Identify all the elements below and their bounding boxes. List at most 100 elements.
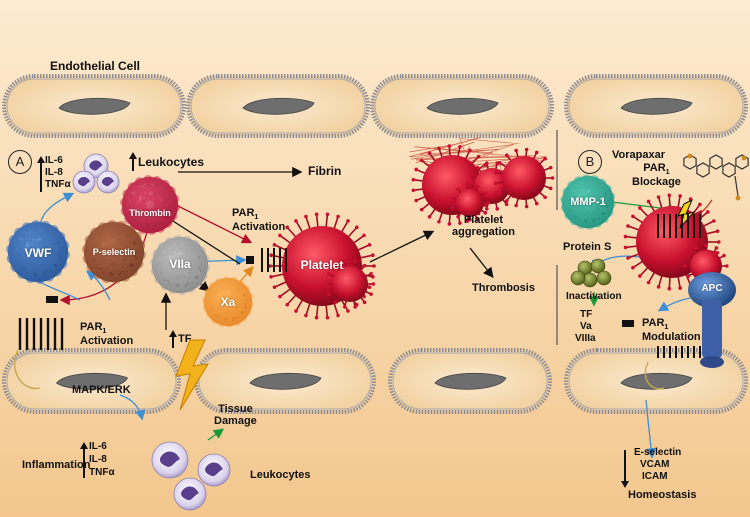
platelet-spike-tip <box>667 193 672 198</box>
platelet-spike-tip <box>367 285 372 289</box>
platelet-spike-tip <box>715 229 720 234</box>
platelet-spike-tip <box>475 165 480 170</box>
platelet-spike-tip <box>458 145 462 149</box>
platelet-spike-tip <box>458 221 462 225</box>
modulation-text: Modulation <box>642 330 701 343</box>
leukocyte-top-3 <box>96 170 120 194</box>
platelet-spike-tip <box>456 214 460 219</box>
platelet-spike-tip <box>646 280 651 285</box>
molecule-bead <box>135 240 146 251</box>
platelet-spike-tip <box>717 240 721 244</box>
viiia-inactivated-label: VIIIa <box>575 333 596 344</box>
platelet-spike-tip <box>450 206 455 210</box>
molecule-bead <box>16 239 27 251</box>
cytokine-top-il8: IL-8 <box>45 167 63 178</box>
molecule-bead <box>122 189 133 199</box>
platelet-spike-tip <box>342 305 347 309</box>
molecule-bead <box>188 250 199 260</box>
fibrin-label: Fibrin <box>308 164 342 178</box>
platelet-spike-tip <box>367 243 372 247</box>
molecule-bead <box>575 197 585 207</box>
platelet-spike-tip <box>504 153 509 157</box>
leukocyte-nucleus <box>77 176 91 187</box>
tissue-damage-line2: Damage <box>214 414 257 427</box>
molecule-bead <box>215 278 224 287</box>
platelet-spike-tip <box>269 253 273 257</box>
platelet-spike-tip <box>427 215 432 219</box>
molecule-bead <box>218 318 227 327</box>
molecule-bead <box>220 291 229 300</box>
molecule-bead <box>120 206 131 216</box>
platelet-spike-tip <box>314 212 319 217</box>
molecule-bead <box>577 220 587 229</box>
platelet-spike-tip <box>497 191 502 195</box>
molecule-bead <box>177 276 187 287</box>
blockage-text: Blockage <box>632 175 681 188</box>
molecule-bead <box>113 239 124 250</box>
molecule-bead <box>123 236 134 247</box>
molecule-bead <box>59 240 70 251</box>
molecule-bead <box>134 177 145 187</box>
platelet-spike-tip <box>419 158 424 163</box>
platelet-spike-tip <box>369 292 373 296</box>
molecule-bead <box>212 306 221 315</box>
molecule-bead <box>222 276 231 285</box>
vorapaxar-label: Vorapaxar <box>612 149 665 161</box>
protein-s-subunit <box>582 272 598 288</box>
platelet-spike-tip <box>626 256 630 260</box>
molecule-bead <box>209 299 218 308</box>
platelet-main <box>268 212 376 320</box>
molecule-bead <box>602 184 612 194</box>
mmp1-label: MMP-1 <box>570 196 606 208</box>
platelet-spike-tip <box>631 265 635 270</box>
platelet-spike-tip <box>314 315 319 320</box>
molecule-bead <box>220 304 229 313</box>
molecule-bead <box>592 210 602 219</box>
cytokine-bottom-il8: IL-8 <box>89 454 107 465</box>
molecule-bead <box>606 191 616 201</box>
platelet-spike-tip <box>325 315 330 320</box>
platelet-spike-tip <box>715 250 720 255</box>
platelet-spike-tip <box>354 225 359 230</box>
endothelial-cell-0 <box>2 74 186 138</box>
platelet-spike-tip <box>465 183 470 187</box>
platelet-spike-tip <box>372 264 376 268</box>
molecule-bead <box>585 213 595 222</box>
molecule-bead <box>181 244 192 255</box>
molecule-bead <box>141 192 151 203</box>
platelet-spike-tip <box>327 292 331 296</box>
endothelial-cell-3 <box>564 74 748 138</box>
par-subscript: 1 <box>254 213 259 222</box>
fibrin-strand <box>464 146 471 153</box>
molecule-bead <box>22 232 33 243</box>
molecule-bead <box>8 235 19 246</box>
platelet-spike-tip <box>414 167 419 172</box>
molecule-bead <box>98 232 109 243</box>
platelet-spike-tip <box>465 219 470 223</box>
cell-nucleus <box>55 372 129 390</box>
platelet-spike-tip <box>712 219 716 223</box>
platelet-body <box>502 156 546 200</box>
par1-modulation-label: PAR1 Modulation <box>642 317 701 343</box>
molecule-bead <box>130 220 141 231</box>
platelet-spike-tip <box>497 161 502 165</box>
molecule-bead <box>173 235 183 245</box>
molecule-bead <box>51 266 62 277</box>
tf-label: TF <box>178 333 192 345</box>
platelet-spike-tip <box>722 253 726 258</box>
panel-b-marker: B <box>578 150 602 174</box>
platelet-spike-tip <box>269 275 273 279</box>
molecule-bead <box>106 229 117 240</box>
molecule-bead <box>86 262 97 273</box>
molecule-bead <box>115 230 127 241</box>
par1-blockage-label: PAR1 Blockage <box>632 162 681 188</box>
cell-membrane-inner <box>198 352 372 410</box>
e-selectin-label: E-selectin <box>634 447 682 458</box>
platelet-spike-tip <box>706 210 710 214</box>
vorapaxar-ring <box>709 154 723 170</box>
apc-label: APC <box>701 283 723 294</box>
leukocytes-bottom-label: Leukocytes <box>250 469 311 481</box>
molecule-bead <box>152 249 163 259</box>
molecule-bead <box>162 218 173 228</box>
molecule-bead <box>37 254 48 265</box>
